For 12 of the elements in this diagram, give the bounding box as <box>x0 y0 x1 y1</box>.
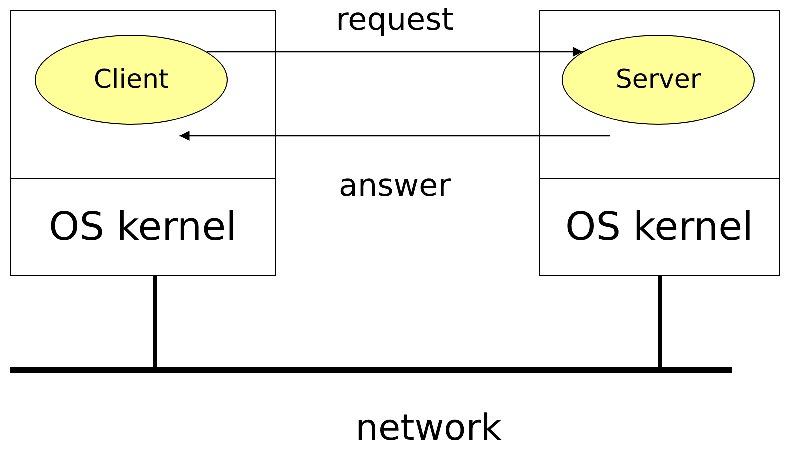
host-box <box>10 10 276 276</box>
node-label: Client <box>94 65 170 95</box>
network-label: network <box>356 408 502 449</box>
network-bar <box>10 367 732 373</box>
arrow <box>180 131 610 141</box>
host-box <box>539 10 780 276</box>
node-label: Server <box>616 65 702 95</box>
connector-line <box>153 276 157 367</box>
node-label: OS kernel <box>566 205 754 250</box>
arrow <box>207 47 583 57</box>
node-label: OS kernel <box>49 205 237 250</box>
connector-line <box>658 276 662 367</box>
